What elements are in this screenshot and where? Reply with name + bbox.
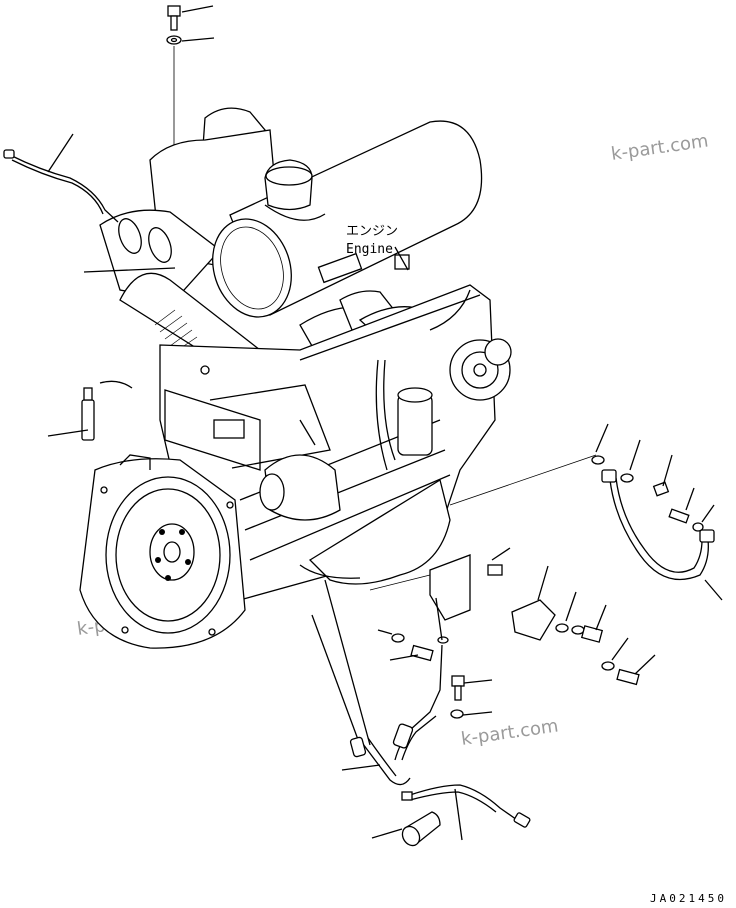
terminal-boot [371, 811, 441, 847]
sensor-harness-top [3, 133, 119, 223]
engine-label-jp: エンジン [346, 224, 398, 239]
top-bolt [167, 5, 214, 31]
air-cleaner [99, 107, 483, 390]
engine-block [159, 252, 512, 601]
right-hardware [449, 423, 715, 532]
speed-sensor [47, 380, 133, 441]
lower-bolts [377, 629, 493, 719]
engine-label-en: Engine [346, 242, 393, 257]
ground-cable-right [601, 469, 723, 601]
watermark-bottom: k-part.com [460, 716, 560, 750]
battery-relay-bracket [369, 547, 656, 686]
starter-harness [311, 579, 531, 841]
drawing-code: JA021450 [650, 892, 727, 905]
flywheel-housing [79, 454, 246, 649]
watermark-top-right: k-part.com [610, 131, 710, 165]
